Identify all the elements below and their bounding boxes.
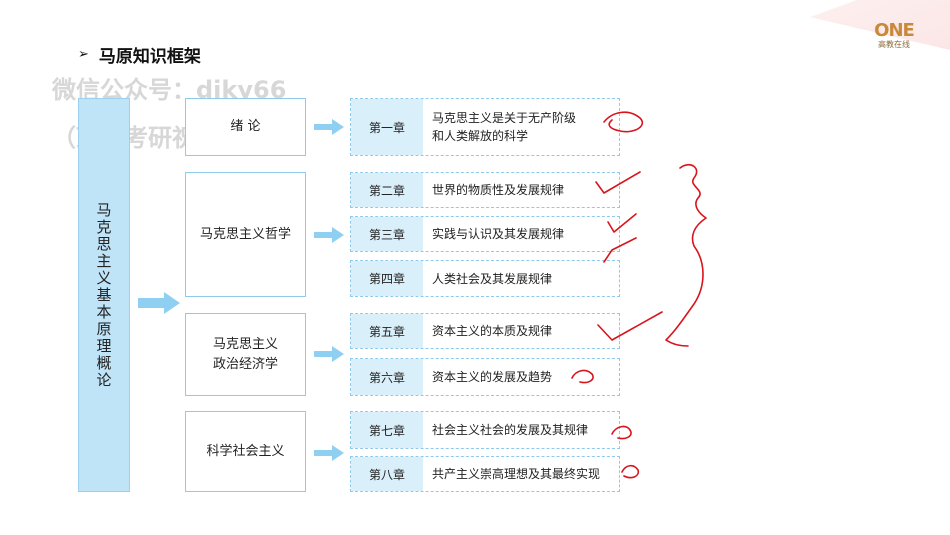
- logo-subtitle: 高教在线: [878, 40, 910, 49]
- chapter-number: 第四章: [351, 261, 423, 296]
- title-arrow-icon: ➢: [78, 47, 89, 62]
- chapter-title: 资本主义的本质及规律: [432, 324, 553, 338]
- chapter-4: 第四章 人类社会及其发展规律: [350, 260, 620, 297]
- chapter-number: 第五章: [351, 314, 423, 348]
- section-intro: 绪 论: [185, 98, 306, 156]
- section-label: 马克思主义哲学: [199, 226, 291, 242]
- chapter-title: 资本主义的发展及趋势: [432, 370, 553, 384]
- chapter-number: 第七章: [351, 412, 423, 448]
- chapter-number: 第三章: [351, 217, 423, 251]
- brand-logo: ONE 高教在线: [868, 22, 920, 52]
- section-label: 科学社会主义: [206, 443, 285, 459]
- title-text: 马原知识框架: [98, 47, 201, 67]
- chapter-title: 实践与认识及其发展规律: [432, 227, 565, 241]
- chapter-title: 人类社会及其发展规律: [432, 271, 553, 286]
- section-label: 马克思主义 政治经济学: [212, 336, 278, 372]
- root-arrow-icon: [138, 292, 180, 314]
- chapter-6: 第六章 资本主义的发展及趋势: [350, 358, 620, 396]
- section-arrow-icon: [314, 346, 344, 362]
- chapter-number: 第一章: [351, 99, 423, 155]
- root-node: 马克思主义基本原理概论: [78, 98, 130, 492]
- chapter-5: 第五章 资本主义的本质及规律: [350, 313, 620, 349]
- section-scientific-socialism: 科学社会主义: [185, 411, 306, 492]
- section-political-economy: 马克思主义 政治经济学: [185, 313, 306, 396]
- chapter-title: 共产主义崇高理想及其最终实现: [432, 467, 601, 481]
- chapter-2: 第二章 世界的物质性及发展规律: [350, 172, 620, 208]
- slide-title: ➢ 马原知识框架: [78, 42, 201, 67]
- section-arrow-icon: [314, 227, 344, 243]
- handwritten-loop-mark: [621, 464, 640, 479]
- chapter-title: 社会主义社会的发展及其规律: [432, 423, 589, 437]
- section-arrow-icon: [314, 445, 344, 461]
- chapter-title: 世界的物质性及发展规律: [432, 183, 565, 197]
- chapter-3: 第三章 实践与认识及其发展规律: [350, 216, 620, 252]
- section-label: 绪 论: [230, 119, 261, 134]
- handwritten-brace: [665, 163, 707, 347]
- chapter-number: 第八章: [351, 457, 423, 491]
- chapter-number: 第六章: [351, 359, 423, 395]
- chapter-title: 马克思主义是关于无产阶级 和人类解放的科学: [432, 111, 577, 143]
- chapter-number: 第二章: [351, 173, 423, 207]
- section-arrow-icon: [314, 119, 344, 135]
- chapter-7: 第七章 社会主义社会的发展及其规律: [350, 411, 620, 449]
- logo-mark: ONE: [874, 20, 915, 41]
- root-label: 马克思主义基本原理概论: [94, 201, 113, 389]
- chapter-8: 第八章 共产主义崇高理想及其最终实现: [350, 456, 620, 492]
- section-philosophy: 马克思主义哲学: [185, 172, 306, 297]
- chapter-1: 第一章 马克思主义是关于无产阶级 和人类解放的科学: [350, 98, 620, 156]
